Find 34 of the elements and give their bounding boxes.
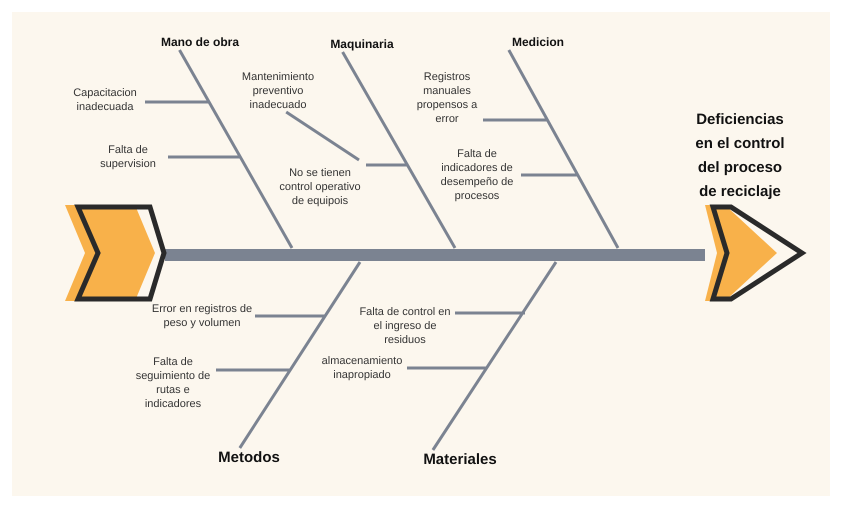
- chevron-shape: [65, 205, 165, 301]
- branch-line: [216, 368, 290, 372]
- category-label: Maquinaria: [322, 36, 402, 52]
- bone-line: [238, 261, 362, 449]
- cause-label: Falta de indicadores de desempeño de procesos: [433, 147, 521, 203]
- cause-label: Falta de seguimiento de rutas e indicadores: [130, 355, 216, 411]
- branch-line: [366, 164, 407, 166]
- cause-label: Falta de supervision: [88, 143, 168, 171]
- cause-label: Error en registros de peso y volumen: [149, 302, 255, 330]
- effect-label: Deficiencias en el control del proceso de reciclaje: [694, 110, 786, 202]
- category-label: Mano de obra: [155, 34, 245, 50]
- chevron-shape: [705, 205, 805, 301]
- cause-label: almacenamiento inapropiado: [317, 354, 407, 382]
- spine-line: [165, 249, 705, 261]
- branch-line: [168, 156, 241, 158]
- branch-line: [407, 366, 487, 370]
- branch-line: [255, 314, 325, 318]
- bone-line: [507, 49, 620, 249]
- bone-line: [178, 49, 294, 249]
- bone-line: [341, 51, 456, 249]
- category-label: Materiales: [410, 450, 510, 470]
- category-label: Metodos: [209, 448, 289, 468]
- cause-label: Registros manuales propensos a error: [411, 70, 483, 126]
- cause-label: Mantenimiento preventivo inadecuado: [232, 70, 324, 112]
- branch-line: [285, 110, 360, 162]
- cause-label: Falta de control en el ingreso de residuos: [355, 305, 455, 347]
- branch-line: [455, 312, 525, 314]
- bone-line: [432, 261, 558, 451]
- branch-line: [145, 100, 209, 104]
- cause-label: Capacitacion inadecuada: [65, 86, 145, 114]
- branch-line: [483, 118, 548, 122]
- cause-label: No se tienen control operativo de equipois: [274, 160, 366, 208]
- branch-line: [521, 174, 578, 176]
- category-label: Medicion: [498, 34, 578, 50]
